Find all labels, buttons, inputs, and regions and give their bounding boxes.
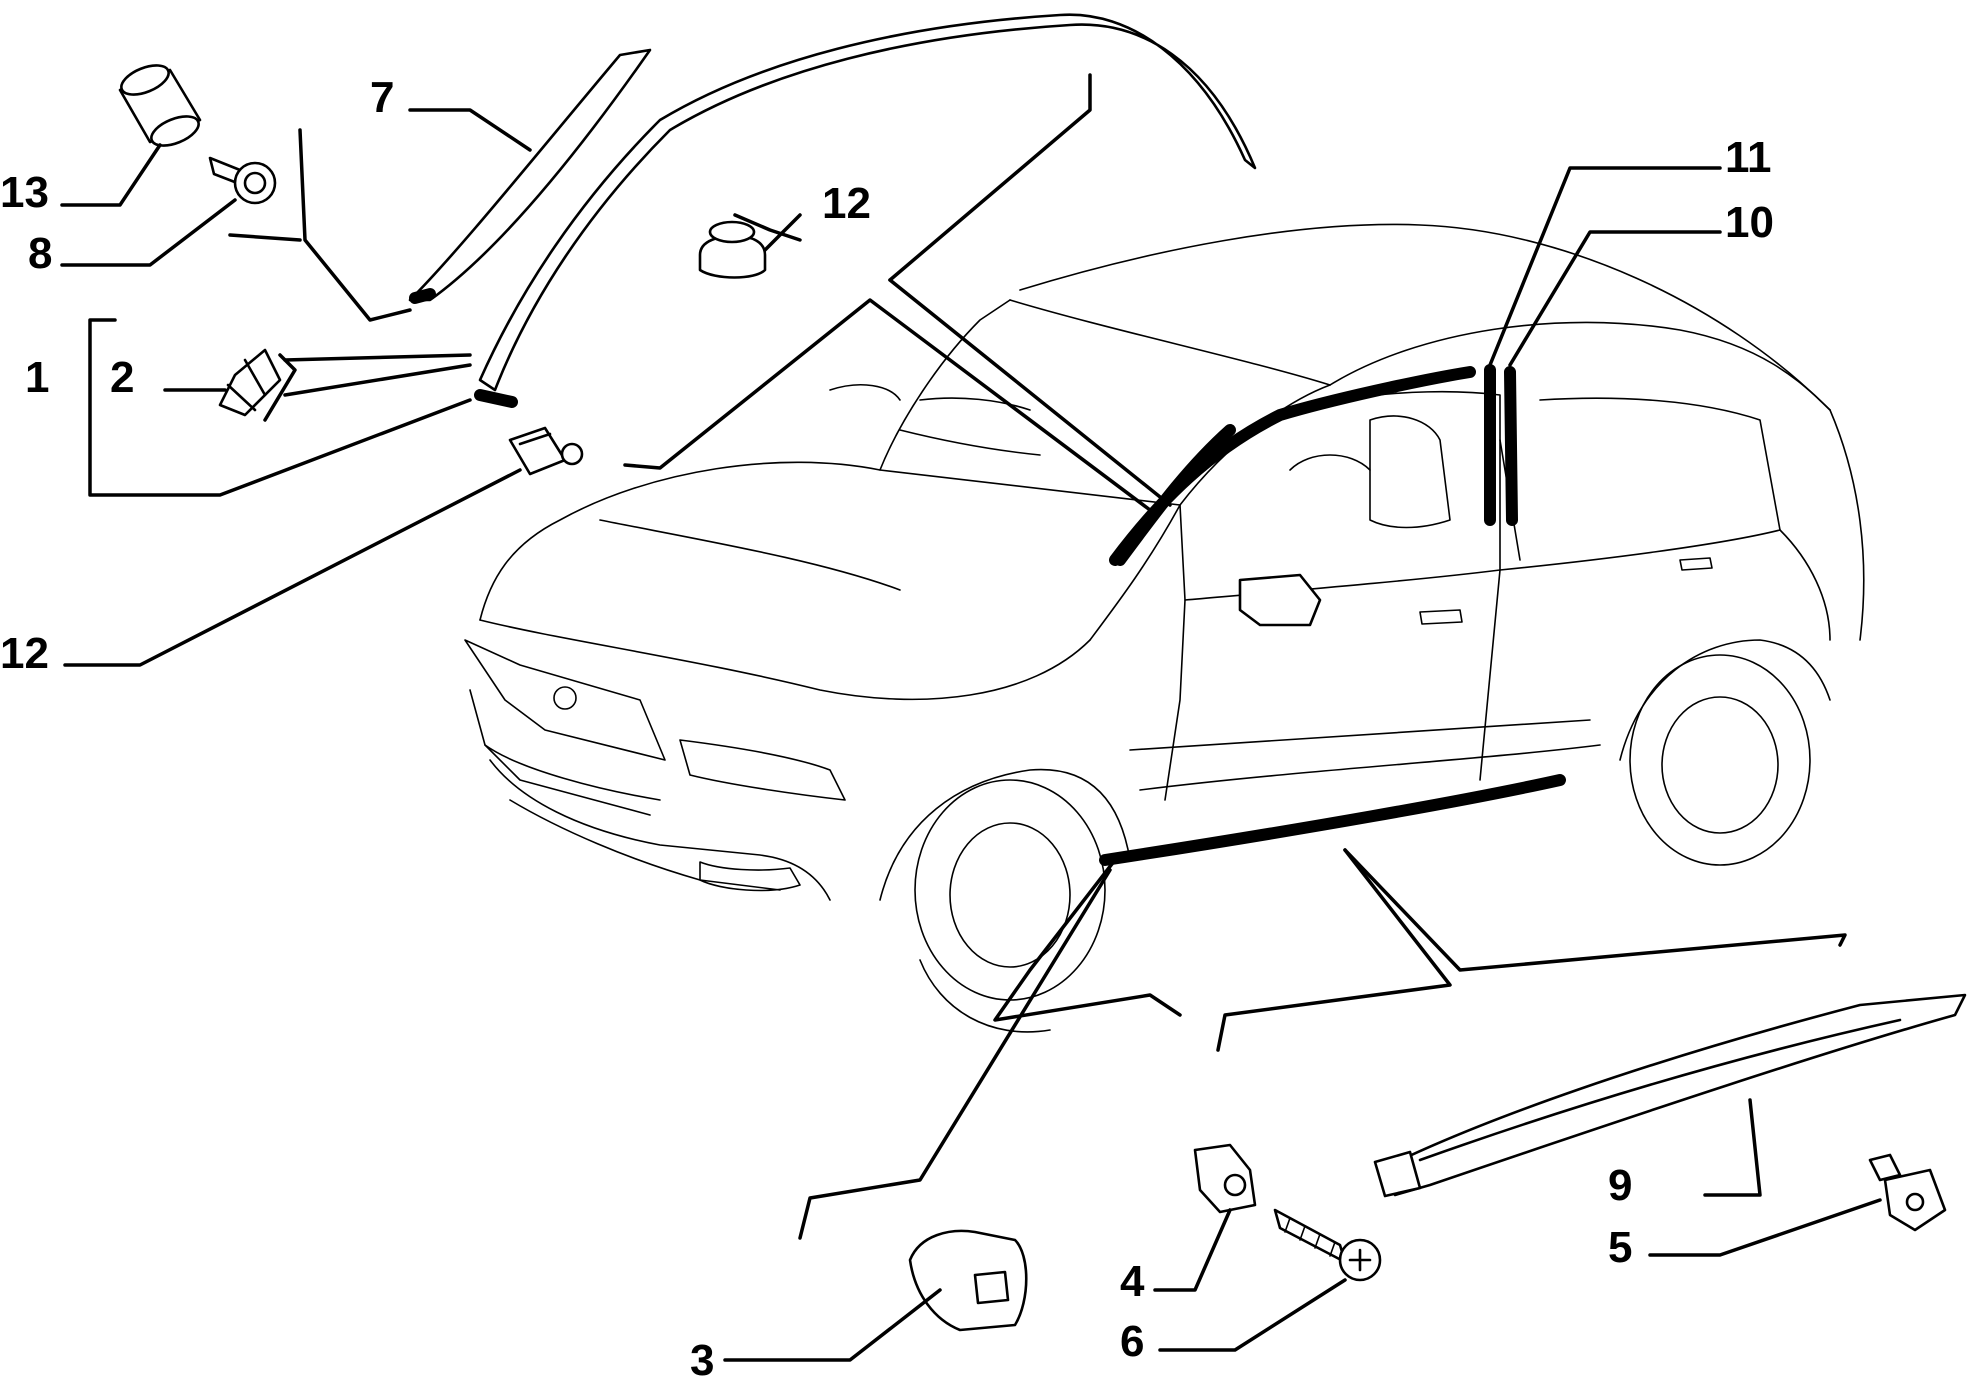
part-12-push-nut-upper xyxy=(698,220,767,279)
callout-1: 1 xyxy=(25,353,49,402)
callout-11: 11 xyxy=(1725,133,1772,182)
leader-lines xyxy=(60,73,1882,1362)
highlighted-seals xyxy=(1099,364,1566,866)
callout-8: 8 xyxy=(28,229,52,278)
sill-seal-on-car xyxy=(1099,774,1566,866)
car-illustration xyxy=(464,223,1865,1033)
part-9-sill-seal xyxy=(1373,993,1967,1198)
callout-12-upper: 12 xyxy=(822,179,871,228)
part-3-square-clip xyxy=(908,1229,1028,1332)
b-pillar-seal-10-on-car xyxy=(1504,366,1518,526)
callout-4: 4 xyxy=(1120,1257,1145,1306)
callout-12-lower: 12 xyxy=(0,629,49,678)
roof-seal-on-car xyxy=(1109,366,1476,566)
callout-2: 2 xyxy=(110,353,134,402)
part-6-self-tapping-screw xyxy=(1273,1208,1382,1282)
part-7-a-pillar-seal xyxy=(408,48,652,304)
callout-labels: 13 8 7 1 2 12 12 11 10 9 5 4 6 3 xyxy=(0,73,1774,1382)
callout-13: 13 xyxy=(0,168,49,217)
part-2-retaining-clip xyxy=(218,348,282,417)
callout-3: 3 xyxy=(690,1336,714,1382)
part-4-clip-nut xyxy=(1193,1143,1257,1214)
part-13-spacer-sleeve xyxy=(118,64,202,147)
callout-5: 5 xyxy=(1608,1223,1632,1272)
a-pillar-seal-on-car xyxy=(1114,424,1236,566)
callout-7: 7 xyxy=(370,73,394,122)
callout-9: 9 xyxy=(1608,1161,1632,1210)
part-8-flange-bolt xyxy=(208,156,277,205)
callout-10: 10 xyxy=(1725,198,1774,247)
callout-6: 6 xyxy=(1120,1317,1144,1366)
part-5-push-clip xyxy=(1868,1153,1947,1232)
part-12-push-rivet-lower xyxy=(508,426,584,476)
part-1-roof-drip-seal xyxy=(474,13,1257,408)
